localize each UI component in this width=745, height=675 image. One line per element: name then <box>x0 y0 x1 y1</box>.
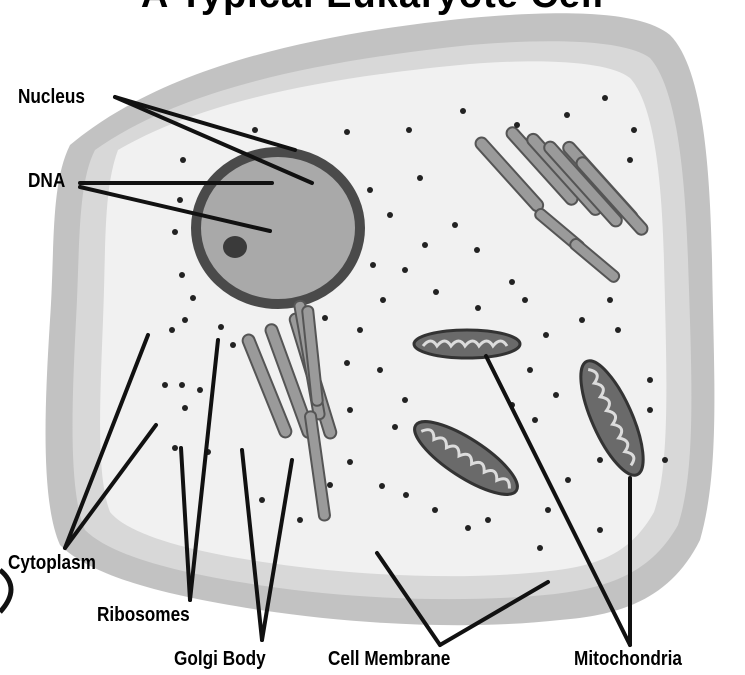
label-nucleus: Nucleus <box>18 86 85 109</box>
nucleolus <box>223 236 247 258</box>
label-golgi-body: Golgi Body <box>174 648 266 671</box>
label-cytoplasm: Cytoplasm <box>8 552 96 575</box>
label-mitochondria: Mitochondria <box>574 648 682 671</box>
edge-arc <box>0 570 11 612</box>
mitochondrion-1 <box>414 330 520 358</box>
label-ribosomes: Ribosomes <box>97 604 190 627</box>
label-cell-membrane: Cell Membrane <box>328 648 450 671</box>
label-dna: DNA <box>28 170 65 193</box>
nucleus-shape <box>196 152 360 304</box>
